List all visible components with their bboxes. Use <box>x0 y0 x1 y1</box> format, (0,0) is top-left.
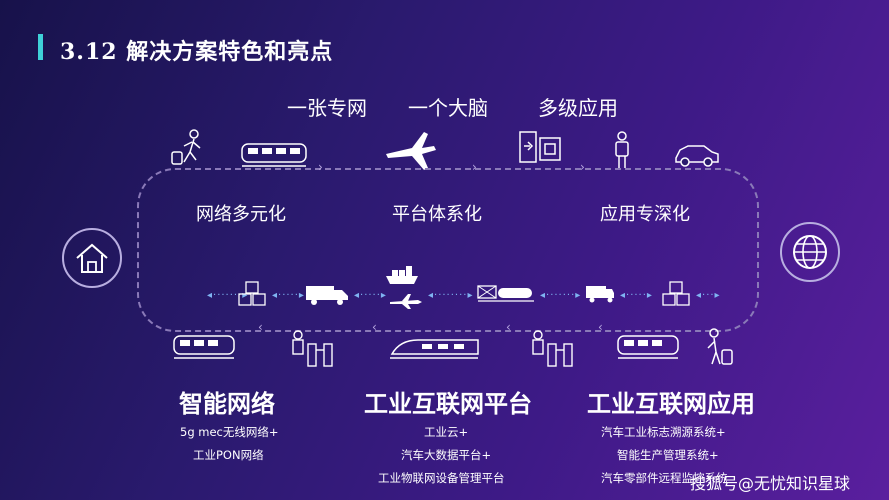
train-icon <box>173 335 235 359</box>
cargo-plane-icon <box>390 294 422 309</box>
application-item: 汽车零部件远程监控系统 <box>601 471 728 485</box>
home-icon <box>76 243 108 273</box>
top-label-network: 一张专网 <box>287 96 367 120</box>
flow-arrow: › <box>318 160 323 174</box>
dotted-link: ◂·······▸ <box>207 290 249 301</box>
bullet-train-icon <box>390 339 479 359</box>
globe-circle <box>780 222 840 282</box>
flow-arrow: › <box>472 160 477 174</box>
watermark: 搜狐号@无忧知识星球 <box>690 474 851 493</box>
boxes-icon <box>238 281 266 306</box>
dotted-link: ◂·····▸ <box>354 290 387 301</box>
turnstile-icon <box>532 330 573 367</box>
heading-smart-network: 智能网络 <box>179 390 275 418</box>
dotted-link: ◂·····▸ <box>272 290 305 301</box>
boxes-icon <box>662 281 690 306</box>
turnstile-icon <box>292 330 333 367</box>
flow-arrow: ‹ <box>258 320 263 334</box>
traveler-icon <box>171 129 201 165</box>
platform-item: 汽车大数据平台+ <box>401 448 492 462</box>
mid-label-platform: 平台体系化 <box>392 204 482 225</box>
platform-item: 工业物联网设备管理平台 <box>378 471 505 485</box>
dotted-link: ◂···▸ <box>696 290 721 301</box>
dotted-link: ◂········▸ <box>428 290 474 301</box>
heading-platform: 工业互联网平台 <box>364 390 532 418</box>
train-icon <box>241 143 307 167</box>
van-icon <box>586 286 614 303</box>
train-icon <box>617 335 679 359</box>
globe-icon <box>793 235 827 269</box>
dotted-link: ◂·····▸ <box>620 290 653 301</box>
flow-loop <box>137 168 759 332</box>
top-label-brain: 一个大脑 <box>408 96 488 120</box>
person-icon <box>615 131 629 168</box>
network-item: 工业PON网络 <box>193 448 264 462</box>
network-item: 5g mec无线网络+ <box>180 425 279 439</box>
truck-icon <box>306 286 348 305</box>
dotted-link: ◂·······▸ <box>540 290 582 301</box>
flow-arrow: ‹ <box>598 320 603 334</box>
mid-label-apps: 应用专深化 <box>600 204 690 225</box>
home-circle <box>62 228 122 288</box>
top-label-apps: 多级应用 <box>538 96 618 120</box>
title-accent-bar <box>38 34 43 60</box>
heading-applications: 工业互联网应用 <box>587 390 755 418</box>
platform-item: 工业云+ <box>424 425 469 439</box>
security-gate-icon <box>519 131 561 163</box>
traveler-icon <box>707 328 733 365</box>
application-item: 汽车工业标志溯源系统+ <box>601 425 726 439</box>
application-item: 智能生产管理系统+ <box>617 448 719 462</box>
cargo-ship-icon <box>386 266 418 284</box>
taxi-icon <box>675 145 719 167</box>
mid-label-network: 网络多元化 <box>196 204 286 225</box>
flow-arrow: ‹ <box>372 320 377 334</box>
flow-arrow: › <box>580 160 585 174</box>
airplane-icon <box>386 132 436 170</box>
flow-arrow: ‹ <box>506 320 511 334</box>
freight-train-icon <box>477 285 534 302</box>
page-title: 3.12 解决方案特色和亮点 <box>60 39 334 65</box>
